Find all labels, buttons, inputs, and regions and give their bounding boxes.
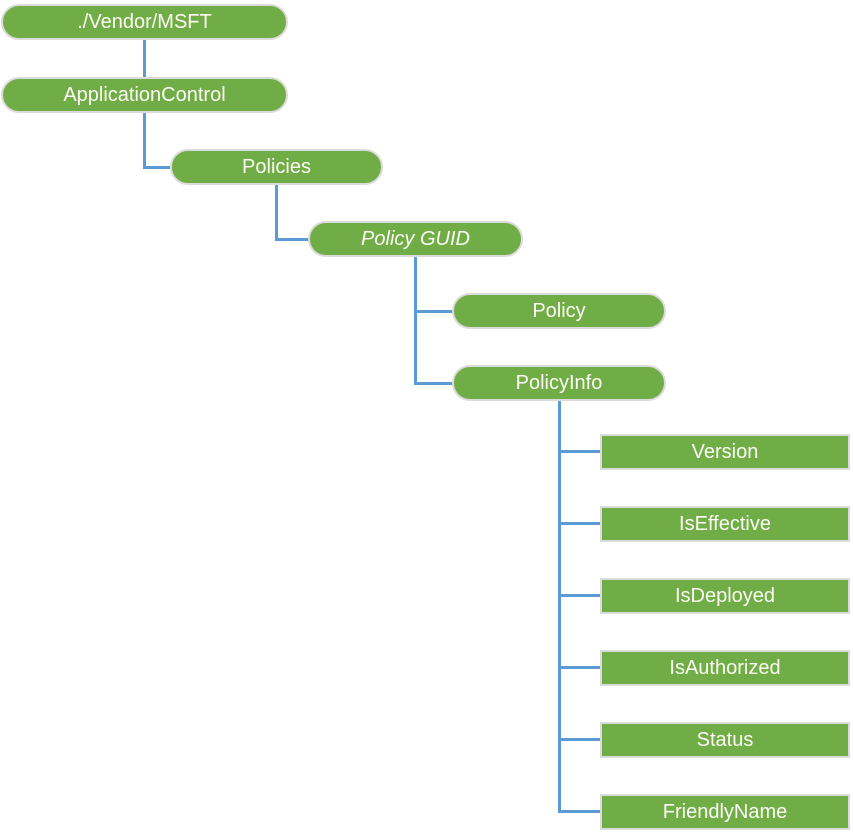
connector-policies-trunk xyxy=(275,185,278,241)
connector-policyinfo-trunk xyxy=(558,401,561,813)
node-policy-info: PolicyInfo xyxy=(452,365,666,401)
connector-vendor-to-applicationcontrol xyxy=(143,40,146,79)
connector-to-isauthorized xyxy=(558,666,602,669)
connector-applicationcontrol-trunk xyxy=(143,113,146,169)
node-status: Status xyxy=(600,722,850,758)
node-is-effective: IsEffective xyxy=(600,506,850,542)
node-vendor-msft: ./Vendor/MSFT xyxy=(1,4,288,40)
connector-to-policyinfo xyxy=(414,382,454,385)
node-application-control: ApplicationControl xyxy=(1,77,288,113)
node-policy: Policy xyxy=(452,293,666,329)
node-friendly-name: FriendlyName xyxy=(600,794,850,830)
node-is-deployed: IsDeployed xyxy=(600,578,850,614)
connector-to-friendlyname xyxy=(558,810,602,813)
connector-to-policy-guid xyxy=(275,238,310,241)
node-is-authorized: IsAuthorized xyxy=(600,650,850,686)
connector-to-status xyxy=(558,738,602,741)
node-version: Version xyxy=(600,434,850,470)
node-policies: Policies xyxy=(170,149,383,185)
connector-to-iseffective xyxy=(558,522,602,525)
connector-to-policies xyxy=(143,166,172,169)
connector-to-isdeployed xyxy=(558,594,602,597)
node-policy-guid: Policy GUID xyxy=(308,221,523,257)
connector-policy-guid-trunk xyxy=(414,257,417,385)
connector-to-policy xyxy=(414,310,454,313)
connector-to-version xyxy=(558,450,602,453)
